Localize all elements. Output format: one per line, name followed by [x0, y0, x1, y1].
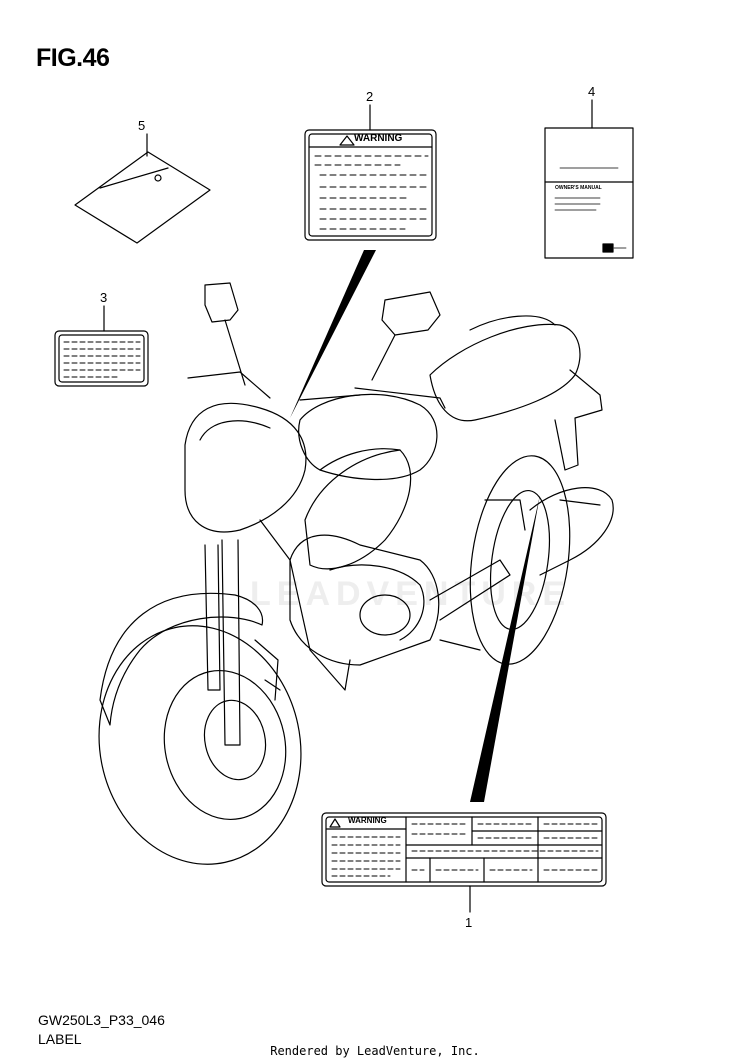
part-2-warning-label	[304, 104, 437, 241]
footer-credit: Rendered by LeadVenture, Inc.	[270, 1044, 480, 1058]
part-1-warning-label	[321, 812, 607, 913]
part-5-bag	[74, 133, 211, 244]
callout-1: 1	[465, 915, 473, 930]
callout-2: 2	[366, 89, 374, 104]
leader-wedge-part-2	[290, 250, 376, 418]
leader-wedge-part-1	[470, 495, 540, 802]
section-name: LABEL	[38, 1031, 82, 1047]
owners-manual-text: OWNER'S MANUAL	[555, 185, 602, 191]
part-4-owners-manual	[544, 99, 634, 259]
part-3-label	[54, 305, 149, 387]
warning-text-small: WARNING	[354, 133, 403, 144]
warning-text-large: WARNING	[348, 816, 387, 825]
motorcycle-outline	[98, 282, 614, 865]
callout-3: 3	[100, 290, 108, 305]
model-code: GW250L3_P33_046	[38, 1012, 165, 1028]
callout-5: 5	[138, 118, 146, 133]
figure-title: FIG.46	[36, 44, 110, 72]
callout-4: 4	[588, 84, 596, 99]
